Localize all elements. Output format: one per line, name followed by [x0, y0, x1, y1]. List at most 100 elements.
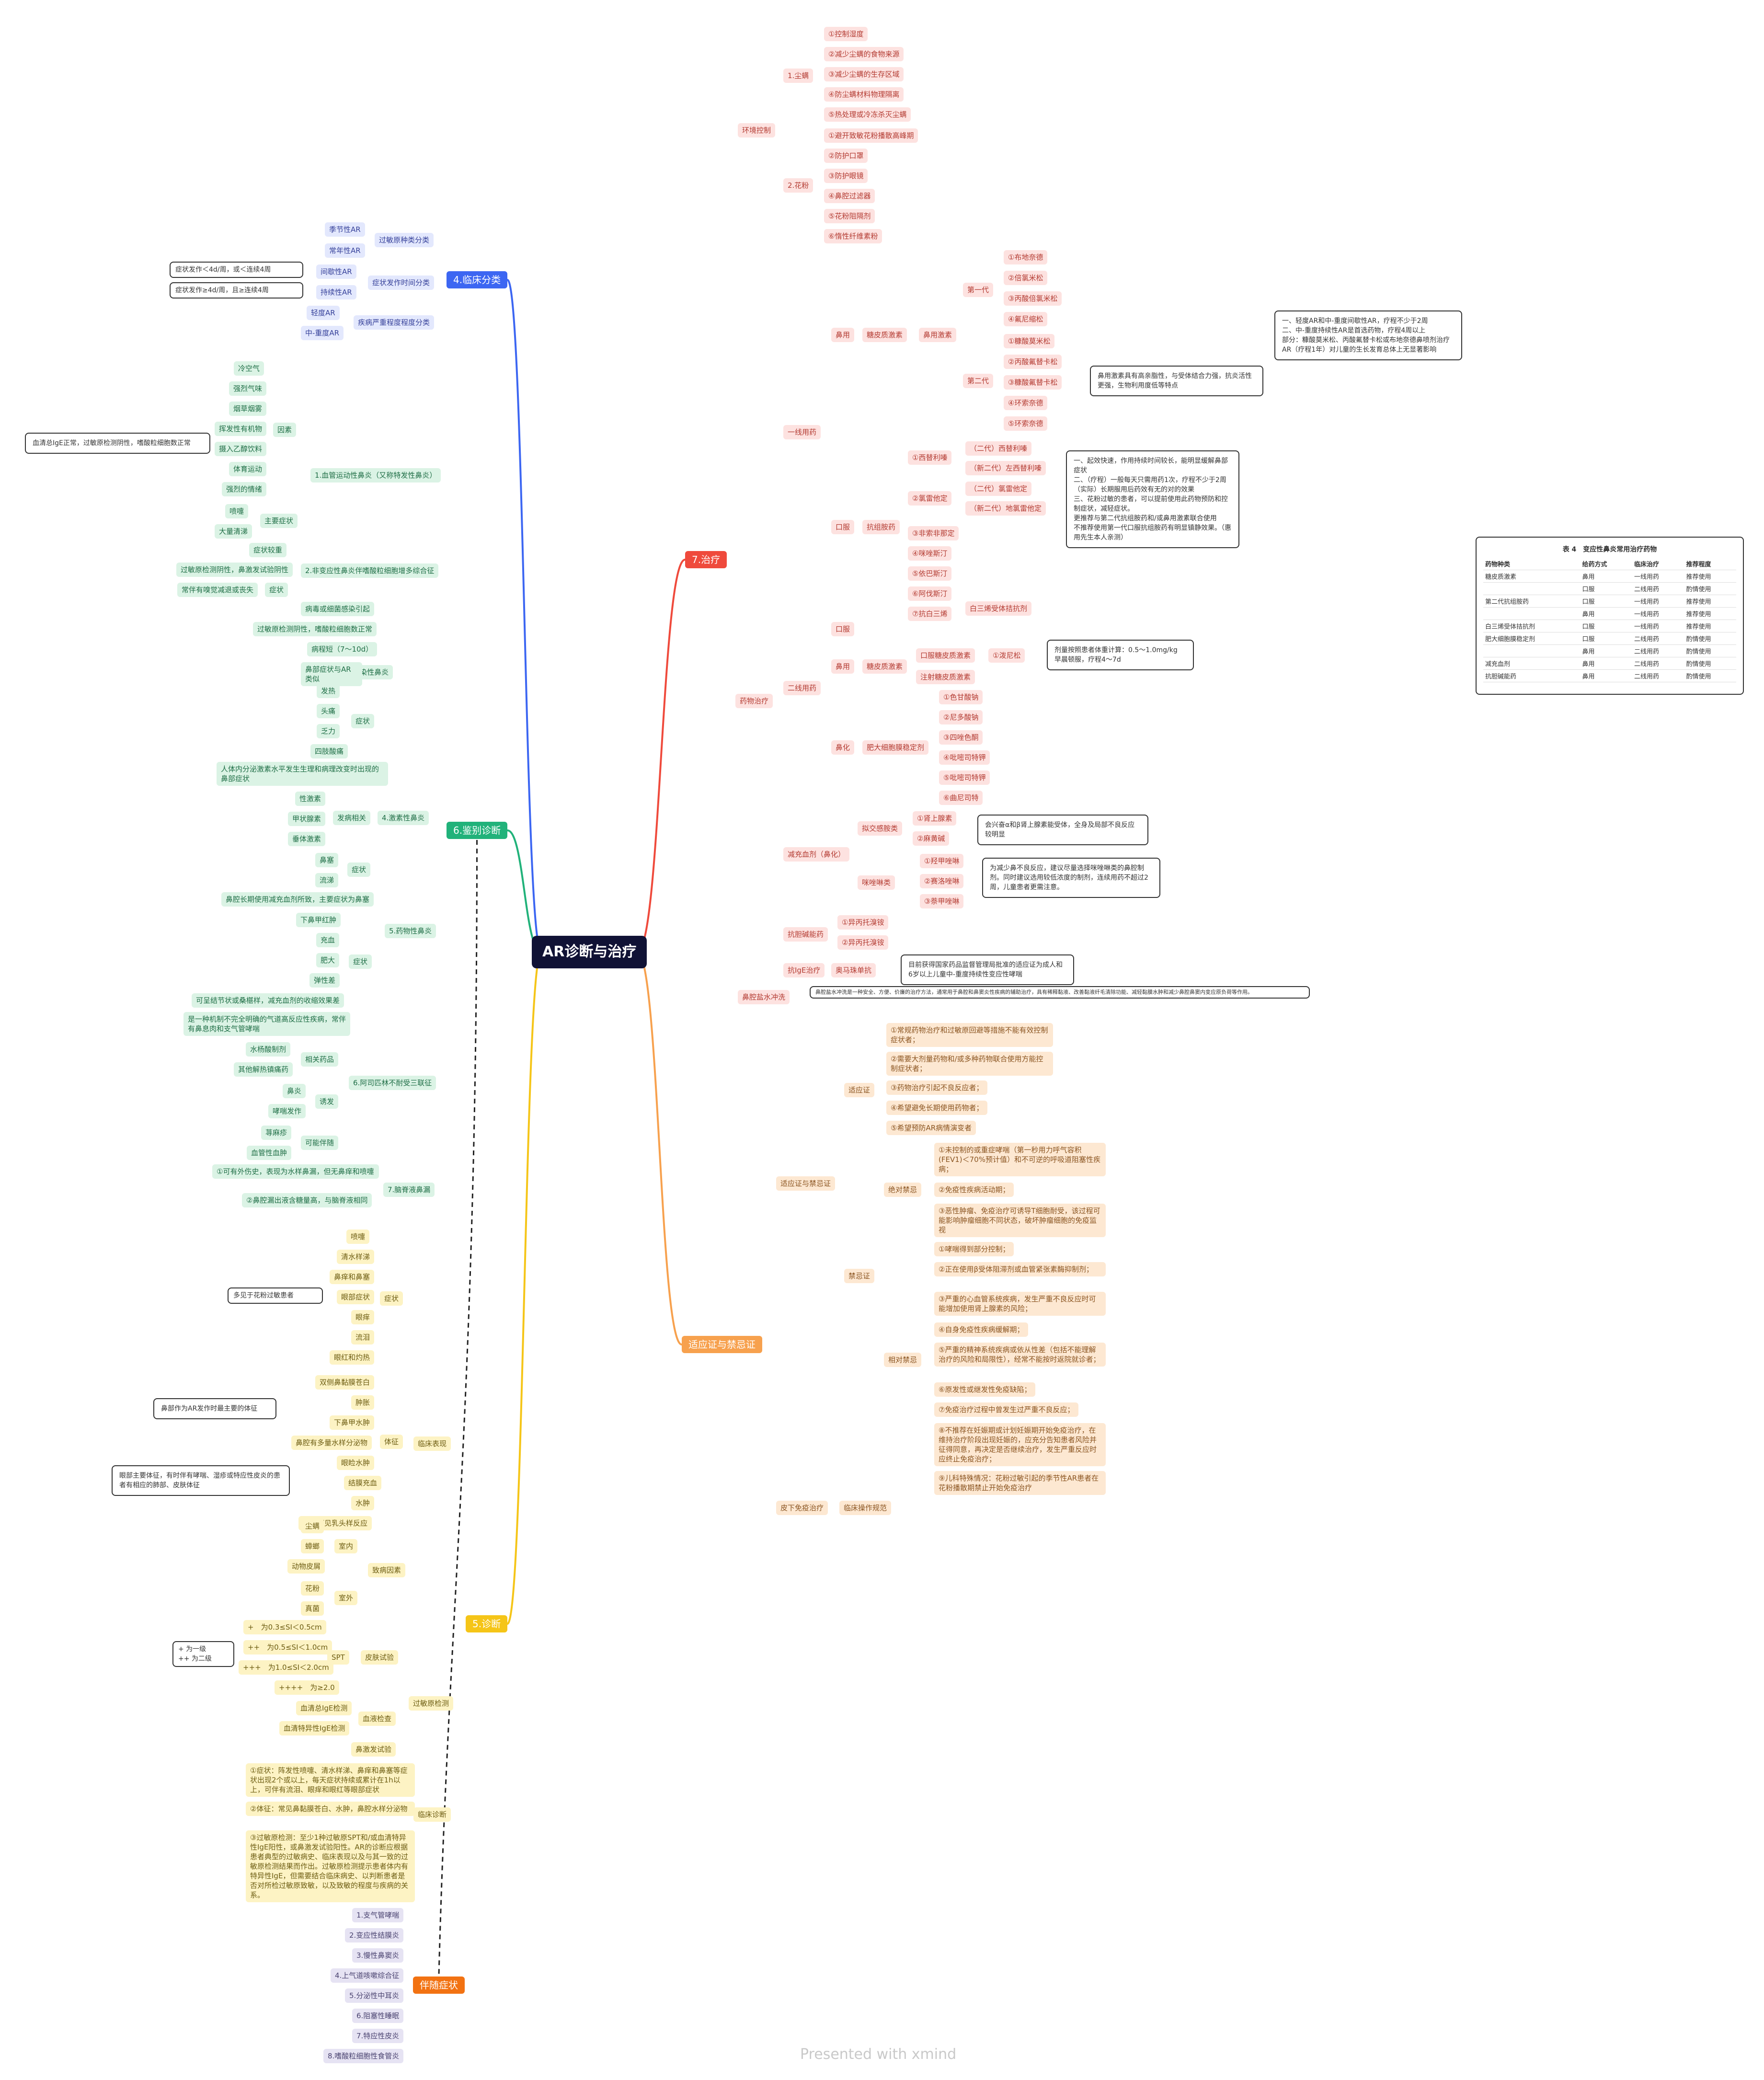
antichol-item[interactable]: ①异丙托溴铵 [837, 915, 889, 930]
absolute-contra[interactable]: 绝对禁忌 [884, 1183, 922, 1197]
nares-item[interactable]: 常伴有嗅觉减退或丧失 [177, 583, 258, 597]
sign-item[interactable]: 鼻腔有多量水样分泌物 [291, 1436, 372, 1450]
env-control[interactable]: 环境控制 [738, 123, 776, 138]
infective-item[interactable]: 病毒或细菌感染引起 [301, 602, 375, 616]
symptom-item[interactable]: 喷嚏 [346, 1230, 370, 1244]
rel-item[interactable]: ⑦免疫治疗过程中曾发生过严重不良反应； [934, 1402, 1079, 1417]
main-item[interactable]: 大量清涕 [215, 524, 252, 539]
cause-item[interactable]: 强烈的情绪 [222, 482, 267, 496]
sign-item[interactable]: 眼睑水肿 [337, 1456, 375, 1470]
branch-treatment[interactable]: 7.治疗 [685, 551, 727, 568]
allergen-test[interactable]: 过敏原检测 [409, 1696, 454, 1711]
aerd-possible[interactable]: 可能伴随 [301, 1136, 339, 1150]
hormonal-related[interactable]: 发病相关 [333, 811, 371, 825]
symptom-item[interactable]: 眼红和灼热 [330, 1350, 375, 1365]
pollen-item[interactable]: ⑥惰性纤维素粉 [824, 229, 882, 243]
clinical-diagnosis[interactable]: 临床诊断 [413, 1807, 451, 1822]
aerd-pos-item[interactable]: 荨麻疹 [261, 1126, 292, 1140]
cause-item[interactable]: 冷空气 [234, 361, 264, 376]
gen1-item[interactable]: ④氟尼缩松 [1004, 312, 1048, 326]
mite-topic[interactable]: 1.尘螨 [783, 69, 813, 83]
sign-item[interactable]: 双侧鼻黏膜苍白 [315, 1375, 375, 1390]
rel-item[interactable]: ⑨儿科特殊情况：花粉过敏引起的季节性AR患者在花粉播散期禁止开始免疫治疗 [934, 1471, 1106, 1495]
drug-rhin-sym-item[interactable]: 下鼻甲红肿 [296, 913, 341, 927]
rel-item[interactable]: ③严重的心血管系统疾病，发生严重不良反应时可能增加使用肾上腺素的风险； [934, 1292, 1106, 1316]
class-by-time[interactable]: 症状发作时间分类 [368, 276, 435, 290]
alpha-item[interactable]: ①肾上腺素 [913, 811, 957, 826]
symptom-item[interactable]: 眼部症状 [337, 1290, 375, 1304]
mild-ar[interactable]: 轻度AR [307, 306, 340, 320]
mite-item[interactable]: ⑤热处理或冷冻杀灭尘螨 [824, 107, 911, 122]
blood-item[interactable]: 血清特异性IgE检测 [279, 1721, 350, 1735]
sign-item[interactable]: 下鼻甲水肿 [330, 1415, 375, 1430]
criteria-item[interactable]: ①症状：阵发性喷嚏、清水样涕、鼻痒和鼻塞等症状出现2个或以上，每天症状持续或累计… [246, 1763, 415, 1797]
antihist-item[interactable]: ①西替利嗪 [908, 450, 952, 465]
indic-item[interactable]: ①常规药物治疗和过敏原回避等措施不能有效控制症状者； [886, 1023, 1053, 1047]
hormonal-rel-item[interactable]: 甲状腺素 [288, 812, 326, 826]
drug-rhin-desc[interactable]: 鼻腔长期使用减充血剂所致，主要症状为鼻塞 [221, 892, 374, 907]
infective-symptom[interactable]: 症状 [351, 714, 375, 728]
spt-item[interactable]: + 为0.3≤SI＜0.5cm [243, 1620, 326, 1634]
pollen-topic[interactable]: 2.花粉 [783, 178, 813, 193]
aerd-desc[interactable]: 是一种机制不完全明确的气道高反应性疾病，常伴有鼻息肉和支气管哮喘 [183, 1012, 350, 1036]
clinical-practice-norm[interactable]: 临床操作规范 [839, 1501, 892, 1515]
imid-item[interactable]: ③萘甲唑啉 [920, 894, 964, 908]
cause-item[interactable]: 挥发性有机物 [215, 422, 267, 436]
mite-item[interactable]: ②减少尘螨的食物来源 [824, 47, 904, 61]
hormonal-rel-item[interactable]: 性激素 [295, 792, 326, 806]
rel-item[interactable]: ⑤严重的精神系统疾病或依从性差（包括不能理解治疗的风险和局限性），经常不能按时返… [934, 1343, 1106, 1367]
branch-comorbidity[interactable]: 伴随症状 [413, 1977, 465, 1994]
antihist-sub[interactable]: （新二代）地氯雷他定 [965, 501, 1046, 516]
cause-item[interactable]: 摄入乙醇饮料 [215, 442, 267, 456]
antihist-item[interactable]: ⑦抗白三烯 [908, 607, 952, 621]
indoor[interactable]: 室内 [334, 1539, 358, 1553]
mast-nasal-label[interactable]: 鼻化 [831, 740, 855, 755]
antihistamine[interactable]: 抗组胺药 [862, 520, 900, 534]
infective-sym-item[interactable]: 头痛 [317, 704, 340, 718]
csf-leak[interactable]: 7.脑脊液鼻漏 [383, 1183, 435, 1197]
aerd-drug-item[interactable]: 水杨酸制剂 [246, 1042, 291, 1057]
aerd-trig-item[interactable]: 鼻炎 [283, 1084, 306, 1098]
symptoms[interactable]: 症状 [380, 1291, 403, 1306]
branch-diagnosis[interactable]: 5.诊断 [466, 1615, 508, 1632]
indic-item[interactable]: ④希望避免长期使用药物者； [886, 1101, 988, 1115]
second-line[interactable]: 二线用药 [783, 681, 821, 695]
comorbidity-item[interactable]: 4.上气道咳嗽综合征 [331, 1968, 404, 1983]
mite-item[interactable]: ④防尘螨材料物理隔离 [824, 87, 904, 102]
persistent-ar[interactable]: 持续性AR [316, 285, 356, 299]
imid-item[interactable]: ①羟甲唑啉 [920, 854, 964, 868]
allergen-immunotherapy[interactable]: 适应证与禁忌证 [776, 1176, 836, 1191]
indic-item[interactable]: ③药物治疗引起不良反应者； [886, 1080, 988, 1095]
mast-item[interactable]: ③四唑色酮 [939, 730, 983, 745]
second-line-steroid[interactable]: 糖皮质激素 [862, 659, 907, 674]
branch-differential[interactable]: 6.鉴别诊断 [447, 822, 508, 839]
aerd-drug-item[interactable]: 其他解热镇痛药 [234, 1062, 293, 1077]
sign-item[interactable]: 肿胀 [351, 1395, 375, 1410]
perennial-ar[interactable]: 常年性AR [325, 243, 365, 258]
antihist-item[interactable]: ②氯雷他定 [908, 491, 952, 506]
antihist-item[interactable]: ⑤依巴斯汀 [908, 566, 952, 581]
omalizumab[interactable]: 奥马珠单抗 [831, 963, 876, 977]
hormonal-sym-item[interactable]: 流涕 [315, 873, 339, 887]
rel-item[interactable]: ⑥原发性或继发性免疫缺陷； [934, 1382, 1036, 1397]
vasomotor-causes[interactable]: 因素 [273, 423, 297, 437]
cause-item[interactable]: 烟草烟雾 [229, 402, 267, 416]
infective-sym-item[interactable]: 四肢酸痛 [310, 744, 348, 758]
nasal-provocation[interactable]: 鼻激发试验 [351, 1742, 396, 1757]
second-line-nasal[interactable]: 鼻用 [831, 659, 855, 674]
saline-rinse[interactable]: 鼻腔盐水冲洗 [738, 990, 790, 1004]
decongestant[interactable]: 减充血剂（鼻化） [783, 847, 850, 862]
gen2-item[interactable]: ④环索奈德 [1004, 396, 1048, 410]
leukotriene-antagonist[interactable]: 白三烯受体拮抗剂 [965, 601, 1032, 616]
rel-item[interactable]: ①哮喘得到部分控制； [934, 1242, 1014, 1256]
symptom-item[interactable]: 眼痒 [351, 1310, 375, 1324]
hormonal-rel-item[interactable]: 垂体激素 [288, 832, 326, 846]
aerd-drug[interactable]: 相关药品 [301, 1052, 339, 1067]
main-item[interactable]: 喷嚏 [225, 504, 249, 518]
hormonal-rhinitis[interactable]: 4.激素性鼻炎 [378, 811, 429, 825]
mast-stabilizer[interactable]: 肥大细胞膜稳定剂 [862, 740, 929, 755]
clinical-manifestation[interactable]: 临床表现 [413, 1436, 451, 1451]
drug-rhin-sym-item[interactable]: 充血 [316, 933, 340, 947]
mast-item[interactable]: ②尼多酸钠 [939, 710, 983, 724]
drug-rhin-sym-item[interactable]: 肥大 [316, 953, 340, 967]
